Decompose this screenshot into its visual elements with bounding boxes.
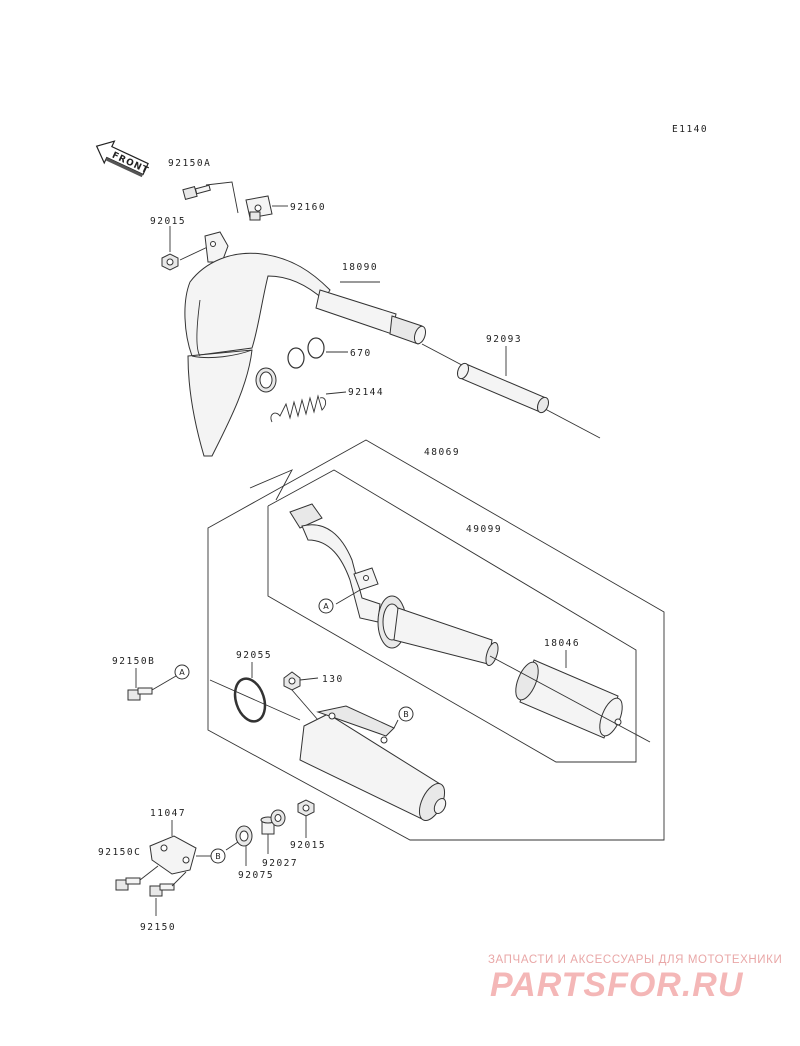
insert-18046 <box>515 659 623 739</box>
label-18046: 18046 <box>544 638 580 649</box>
bolt-130 <box>283 671 301 691</box>
tube-92093 <box>456 362 550 414</box>
label-130: 130 <box>322 674 344 685</box>
label-92055: 92055 <box>236 650 272 661</box>
nut-92015-lower <box>297 799 315 817</box>
diagram-code: E1140 <box>672 124 708 135</box>
nut-92027 <box>270 809 286 827</box>
svg-text:B: B <box>215 852 221 861</box>
ref-circle-b-upper: B <box>398 706 414 722</box>
ref-circle-b-lower: B <box>210 848 226 864</box>
bolt-92150b <box>127 687 153 701</box>
bolt-92150 <box>149 883 175 897</box>
label-92027: 92027 <box>262 858 298 869</box>
label-92150b: 92150B <box>112 656 155 667</box>
front-arrow-icon: FRONT <box>95 140 150 178</box>
bolt-92150a <box>182 184 211 200</box>
assembly-49099-frame <box>267 469 637 763</box>
ref-circle-a-lower: A <box>174 664 190 680</box>
grommet-92075 <box>235 825 253 847</box>
o-rings-670 <box>287 337 325 369</box>
svg-text:A: A <box>323 602 329 611</box>
label-92144: 92144 <box>348 387 384 398</box>
assembly-48069-frame <box>207 439 665 841</box>
gasket-92055 <box>233 677 267 723</box>
label-92015-upper: 92015 <box>150 216 186 227</box>
label-11047: 11047 <box>150 808 186 819</box>
pipe-49099 <box>289 503 499 667</box>
label-92150a: 92150A <box>168 158 211 169</box>
label-18090: 18090 <box>342 262 378 273</box>
bolt-92150c <box>115 877 141 891</box>
watermark-tagline: ЗАПЧАСТИ И АКСЕССУАРЫ ДЛЯ МОТОТЕХНИКИ <box>488 954 782 966</box>
label-92160: 92160 <box>290 202 326 213</box>
label-92093: 92093 <box>486 334 522 345</box>
nut-92015-upper <box>161 253 179 271</box>
label-92015-lower: 92015 <box>290 840 326 851</box>
svg-text:A: A <box>179 668 185 677</box>
label-49099: 49099 <box>466 524 502 535</box>
label-670: 670 <box>350 348 372 359</box>
ref-circle-a-upper: A <box>318 598 334 614</box>
expansion-chamber-18090 <box>184 231 427 457</box>
label-92075: 92075 <box>238 870 274 881</box>
label-48069: 48069 <box>424 447 460 458</box>
label-92150c: 92150C <box>98 847 141 858</box>
svg-text:B: B <box>403 710 409 719</box>
watermark-logo: PARTSFOR.RU <box>490 966 744 1004</box>
label-92150: 92150 <box>140 922 176 933</box>
bracket-92160 <box>245 195 273 221</box>
bracket-11047 <box>149 835 197 875</box>
muffler-body <box>299 705 447 822</box>
spring-92144 <box>270 394 327 423</box>
